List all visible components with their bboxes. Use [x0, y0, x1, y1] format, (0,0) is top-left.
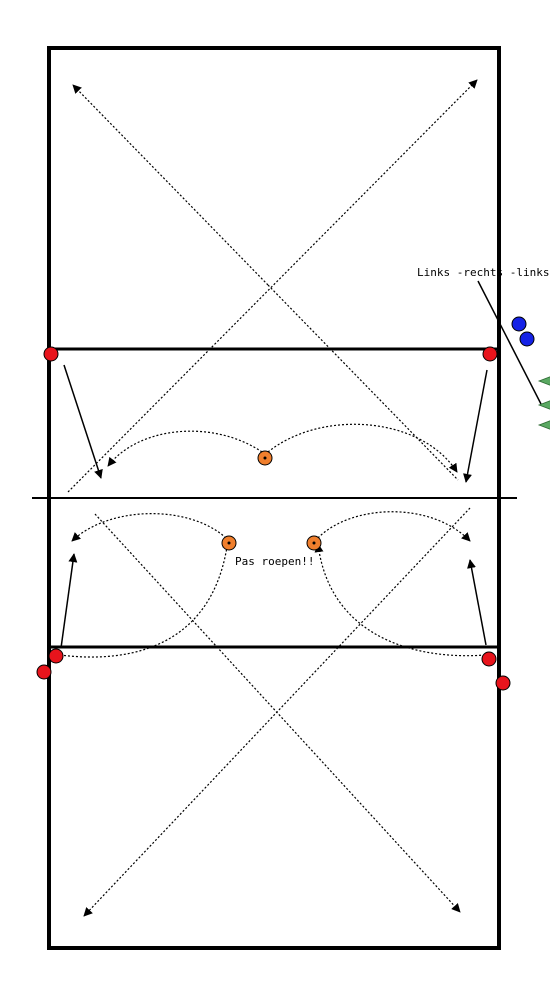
arc-bottom-right — [314, 543, 486, 657]
red-player — [495, 675, 511, 691]
cone-icon — [537, 376, 550, 386]
arc-bottom-left — [59, 539, 232, 658]
ball-icon — [306, 535, 322, 551]
balls — [221, 450, 322, 551]
blue-player — [519, 331, 535, 347]
cone-icon — [537, 400, 550, 410]
cones — [537, 376, 550, 430]
diagonal-path-bottom-right — [94, 513, 461, 913]
arc-top-right — [267, 423, 458, 473]
red-player — [482, 346, 498, 362]
annotation-pointer — [477, 280, 542, 405]
player-movements — [60, 280, 542, 649]
cone-icon — [537, 420, 550, 430]
move-arrow-left-bottom — [60, 553, 78, 649]
pass-call-label: Pas roepen!! — [235, 555, 314, 568]
diagonal-path-top-left — [72, 84, 269, 286]
diagonal-path-top-right — [67, 79, 478, 493]
red-players — [36, 346, 511, 691]
ball-paths-diagonal — [67, 79, 478, 917]
move-arrow-right-top — [463, 369, 488, 483]
red-player — [43, 346, 59, 362]
red-player — [481, 651, 497, 667]
diagonal-path-top-cross — [267, 284, 459, 481]
move-arrow-right-bottom — [467, 559, 487, 646]
arc-mid-left — [71, 513, 227, 542]
red-player — [48, 648, 64, 664]
ball-paths-arcs — [59, 423, 486, 658]
red-player — [36, 664, 52, 680]
arc-top-left — [107, 430, 263, 467]
diagonal-path-bottom-left — [83, 507, 471, 917]
arc-mid-right — [317, 511, 471, 542]
blue-player — [511, 316, 527, 332]
move-arrow-left-top — [63, 364, 103, 479]
blue-players — [511, 316, 535, 347]
ball-icon — [221, 535, 237, 551]
rotation-note-label: Links -rechts -links — [417, 266, 549, 279]
ball-icon — [257, 450, 273, 466]
court — [32, 46, 517, 950]
